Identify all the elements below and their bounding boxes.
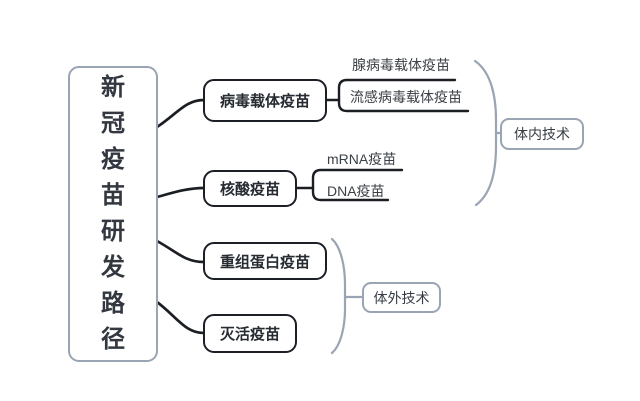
sub-node-influenza-vector-vaccine[interactable]: 流感病毒载体疫苗 bbox=[350, 89, 462, 105]
connector-influenza-underline bbox=[337, 98, 470, 113]
branch-node-inactivated-vaccine[interactable]: 灭活疫苗 bbox=[203, 314, 297, 353]
sub-node-label: 腺病毒载体疫苗 bbox=[352, 57, 450, 73]
branch-node-label: 核酸疫苗 bbox=[219, 181, 280, 198]
sub-node-adenovirus-vector-vaccine[interactable]: 腺病毒载体疫苗 bbox=[352, 57, 450, 73]
sub-node-dna-vaccine[interactable]: DNA疫苗 bbox=[327, 183, 385, 199]
sub-node-mrna-vaccine[interactable]: mRNA疫苗 bbox=[327, 151, 396, 167]
branch-node-label: 灭活疫苗 bbox=[219, 326, 280, 343]
sub-node-label: 流感病毒载体疫苗 bbox=[350, 89, 462, 105]
branch-node-nucleic-acid-vaccine[interactable]: 核酸疫苗 bbox=[203, 170, 297, 207]
root-node-label: 新冠疫苗研发路径 bbox=[101, 74, 125, 353]
connector-mrna-underline bbox=[311, 168, 404, 190]
connector-root-to-viral-vector bbox=[155, 98, 206, 129]
group-node-in-vivo-technology[interactable]: 体内技术 bbox=[500, 118, 584, 150]
group-node-label: 体内技术 bbox=[514, 126, 570, 142]
branch-node-recombinant-protein-vaccine[interactable]: 重组蛋白疫苗 bbox=[203, 242, 327, 280]
group-node-label: 体外技术 bbox=[373, 289, 430, 306]
branch-node-viral-vector-vaccine[interactable]: 病毒载体疫苗 bbox=[203, 79, 327, 122]
connector-root-to-nucleic-acid bbox=[155, 186, 206, 199]
connector-root-to-recombinant-protein bbox=[155, 239, 206, 264]
branch-node-label: 重组蛋白疫苗 bbox=[219, 253, 310, 271]
bracket-in-vivo bbox=[473, 59, 498, 207]
sub-node-label: mRNA疫苗 bbox=[327, 151, 397, 167]
connector-root-to-inactivated bbox=[155, 300, 206, 335]
connector-dna-underline bbox=[311, 186, 390, 202]
root-node-covid-vaccine-routes[interactable]: 新冠疫苗研发路径 bbox=[68, 66, 158, 362]
bracket-in-vitro bbox=[330, 237, 347, 355]
sub-node-label: DNA疫苗 bbox=[327, 183, 385, 199]
branch-node-label: 病毒载体疫苗 bbox=[219, 93, 310, 110]
group-node-in-vitro-technology[interactable]: 体外技术 bbox=[362, 282, 441, 313]
connector-adenovirus-underline bbox=[337, 78, 457, 102]
